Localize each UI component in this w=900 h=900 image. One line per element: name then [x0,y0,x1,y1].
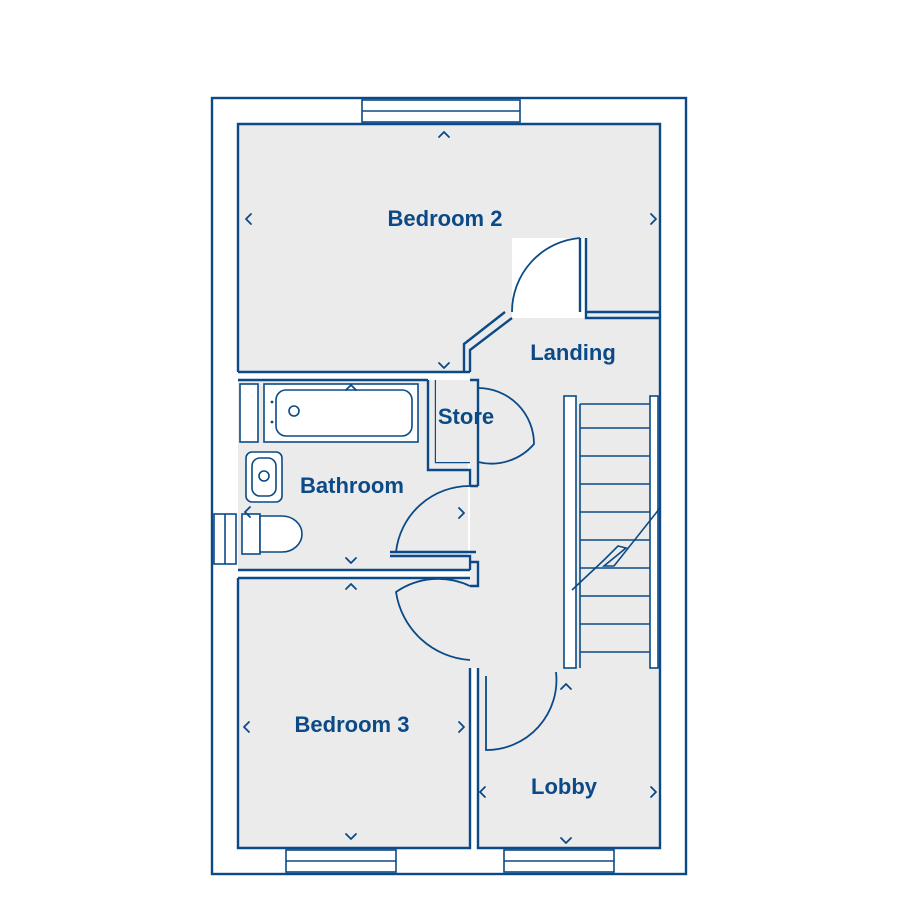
chevrons [243,131,657,844]
room-label-bedroom2: Bedroom 2 [388,206,503,231]
toilet-cistern [241,513,261,555]
bathroom-fixtures [239,383,419,555]
door-store [477,387,535,465]
store-box [436,380,470,462]
door-bathroom [394,485,471,553]
door-bedroom3 [395,577,471,661]
stairs [563,395,661,669]
windows [213,99,615,873]
inner-wall-outline [236,122,662,850]
room-label-landing: Landing [530,340,616,365]
room-label-bathroom: Bathroom [300,473,404,498]
shelf [239,383,259,443]
door-bedroom2 [511,237,581,313]
room-label-bedroom3: Bedroom 3 [295,712,410,737]
bathroom-wall-bottom [238,550,480,588]
door-lobby [485,671,558,751]
room-label-store: Store [438,404,494,429]
doors [394,237,581,751]
bedroom3-outline [236,578,472,850]
room-label-lobby: Lobby [531,774,598,799]
bathroom-wall-top [238,370,472,486]
toilet-bowl [259,515,303,553]
